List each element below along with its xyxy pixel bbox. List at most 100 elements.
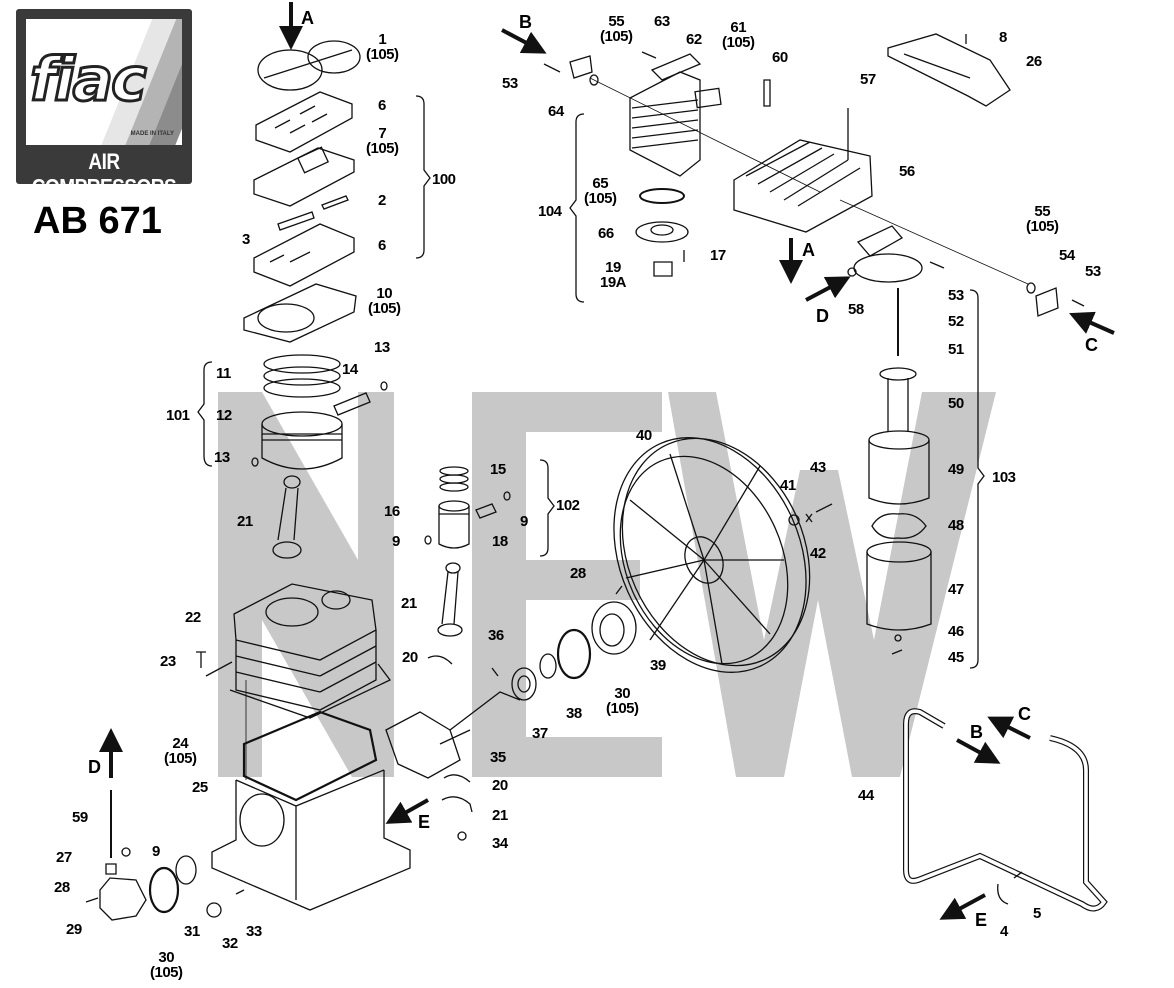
callout-101: 101 — [166, 407, 190, 424]
callout-57: 57 — [860, 71, 876, 88]
part-28-screw-b — [85, 897, 99, 903]
part-60-fitting — [763, 79, 771, 107]
part-30-oring-b — [148, 866, 180, 914]
part-33-plug — [235, 889, 245, 895]
callout-45: 45 — [948, 649, 964, 666]
part-47-filter-cup — [866, 541, 932, 631]
part-56-cylinder-head — [733, 139, 873, 233]
part-5-screw — [1013, 871, 1023, 879]
part-14-pin — [333, 392, 371, 416]
bracket-101 — [197, 361, 213, 467]
callout-9: 9 — [152, 843, 160, 860]
logo-tagline: AIR COMPRESSORS — [31, 150, 177, 201]
part-39-bearing-cover — [591, 601, 637, 655]
part-53-screw-c — [1071, 299, 1085, 307]
callout-34: 34 — [492, 835, 508, 852]
callout-12: 12 — [216, 407, 232, 424]
view-label: E — [418, 812, 431, 832]
callout-40: 40 — [636, 427, 652, 444]
callout-7: 7(105) — [366, 125, 399, 157]
callout-44: 44 — [858, 787, 874, 804]
callout-14: 14 — [342, 361, 358, 378]
part-21-rod-cap — [441, 796, 473, 813]
part-6-valve-plate-bottom — [253, 223, 355, 287]
callout-65: 65(105) — [584, 175, 617, 207]
part-12-piston — [261, 411, 343, 470]
callout-55: 55(105) — [1026, 203, 1059, 235]
part-22-cylinder — [229, 583, 391, 719]
part-64-bracket — [569, 55, 593, 79]
callout-49: 49 — [948, 461, 964, 478]
callout-11: 11 — [216, 365, 231, 382]
bracket-104 — [569, 113, 585, 303]
callout-18: 18 — [492, 533, 508, 550]
view-label: E — [975, 910, 988, 930]
part-53-screw-b — [929, 261, 945, 269]
part-44-delivery-pipe — [903, 708, 1108, 912]
callout-23: 23 — [160, 653, 176, 670]
callout-54: 54 — [1059, 247, 1075, 264]
callout-52: 52 — [948, 313, 964, 330]
callout-13: 13 — [214, 449, 230, 466]
callout-100: 100 — [432, 171, 456, 188]
part-21-connecting-rod — [272, 475, 302, 559]
part-52-filter-base — [853, 225, 923, 283]
callout-56: 56 — [899, 163, 915, 180]
part-54-bracket — [1035, 287, 1059, 317]
logo-made-in: MADE IN ITALY — [130, 131, 174, 137]
callout-1: 1(105) — [366, 31, 399, 63]
part-16-piston — [438, 500, 470, 549]
part-50-tube — [879, 367, 917, 432]
callout-35: 35 — [490, 749, 506, 766]
callout-4: 4 — [1000, 923, 1008, 940]
callout-103: 103 — [992, 469, 1016, 486]
view-label: D — [88, 757, 101, 777]
part-2-reed — [321, 195, 349, 210]
view-label: B — [970, 722, 983, 742]
watermark-letter-e — [472, 392, 662, 777]
part-53-screw — [543, 63, 561, 73]
callout-28: 28 — [570, 565, 586, 582]
view-label: C — [1085, 335, 1098, 355]
part-38-seal — [539, 653, 557, 679]
part-49-filter-element — [868, 430, 930, 505]
part-13-circlip — [380, 381, 388, 391]
callout-2: 2 — [378, 192, 386, 209]
part-31-bearing — [175, 855, 197, 885]
view-label: D — [816, 306, 829, 326]
part-30-oring — [556, 628, 592, 680]
callout-16: 16 — [384, 503, 400, 520]
fiac-logo: fiac MADE IN ITALY AIR COMPRESSORS — [16, 9, 192, 200]
part-28-screw — [615, 585, 623, 595]
callout-64: 64 — [548, 103, 564, 120]
part-61-gasket — [694, 87, 722, 109]
part-3-reeds — [277, 211, 315, 231]
logo-brand: fiac — [29, 44, 149, 117]
part-62-manifold — [629, 53, 702, 177]
callout-36: 36 — [488, 627, 504, 644]
part-43-bolt — [815, 503, 833, 513]
callout-8: 8 — [999, 29, 1007, 46]
view-arrow-d-filter — [805, 276, 851, 302]
part-25-crankcase — [211, 769, 411, 911]
view-arrow-c-pipe — [987, 716, 1031, 740]
part-55-oring-b — [1026, 282, 1036, 294]
part-41-washer — [788, 514, 800, 526]
part-23-bolt — [196, 651, 233, 677]
callout-61: 61(105) — [722, 19, 755, 51]
callout-50: 50 — [948, 395, 964, 412]
callout-48: 48 — [948, 517, 964, 534]
callout-13: 13 — [374, 339, 390, 356]
view-arrow-b-top — [501, 28, 547, 54]
callout-10: 10(105) — [368, 285, 401, 317]
part-27-plug — [105, 863, 117, 875]
part-15-rings — [439, 466, 469, 492]
bracket-102 — [539, 459, 555, 557]
part-20-bearing-shell — [427, 655, 453, 665]
view-label: C — [1018, 704, 1031, 724]
part-32-plug — [206, 902, 222, 918]
callout-51: 51 — [948, 341, 964, 358]
callout-30: 30(105) — [606, 685, 639, 717]
callout-47: 47 — [948, 581, 964, 598]
callout-6: 6 — [378, 237, 386, 254]
